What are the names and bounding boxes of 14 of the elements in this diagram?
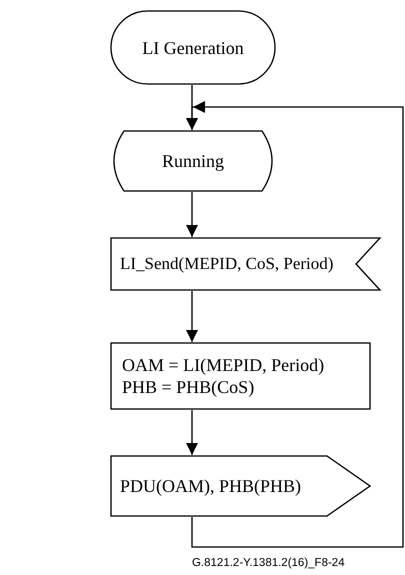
start-terminal (110, 10, 276, 85)
figure-number: G.8121.2-Y.1381.2(16)_F8-24 (192, 556, 345, 570)
output-signal-box (110, 455, 371, 517)
node-text: LI_Send(MEPID, CoS, Period) (120, 253, 334, 275)
node-text: LI Generation (142, 36, 244, 58)
node-text: Running (162, 150, 224, 172)
arrow (186, 410, 198, 455)
task-box (110, 342, 371, 410)
arrow (186, 291, 198, 342)
arrow (186, 101, 404, 548)
node-text: PDU(OAM), PHB(PHB) (120, 475, 302, 497)
node-text: OAM = LI(MEPID, Period) (122, 354, 324, 376)
node-text: PHB = PHB(CoS) (122, 376, 254, 398)
arrow (186, 192, 198, 237)
